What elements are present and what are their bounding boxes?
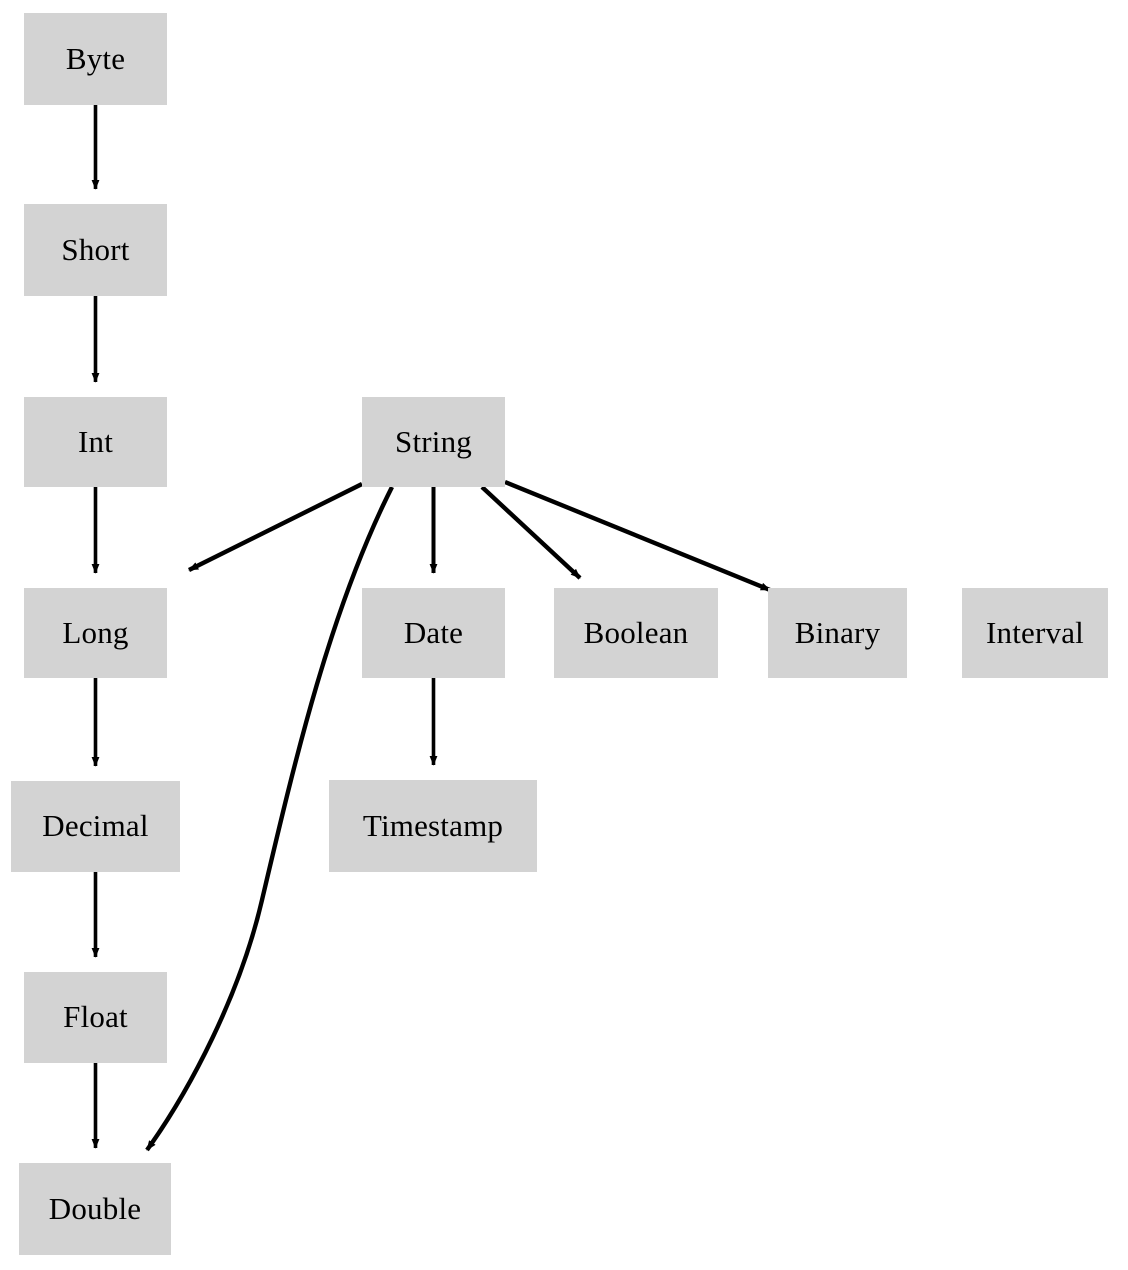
edge-string-boolean <box>480 485 582 580</box>
node-date[interactable]: Date <box>362 588 505 678</box>
node-long[interactable]: Long <box>24 588 167 678</box>
node-decimal-label: Decimal <box>42 808 149 843</box>
node-interval[interactable]: Interval <box>962 588 1108 678</box>
node-boolean-label: Boolean <box>583 614 689 650</box>
node-binary[interactable]: Binary <box>768 588 907 678</box>
node-string[interactable]: String <box>362 397 505 487</box>
node-interval-label: Interval <box>986 614 1084 650</box>
node-boolean[interactable]: Boolean <box>554 588 718 678</box>
node-binary-label: Binary <box>794 614 881 650</box>
node-float-label: Float <box>63 999 128 1034</box>
edge-string-binary <box>504 479 771 593</box>
node-timestamp-label: Timestamp <box>362 807 504 843</box>
node-double-label: Double <box>48 1190 142 1226</box>
node-long-label: Long <box>62 614 129 650</box>
node-timestamp[interactable]: Timestamp <box>329 780 537 872</box>
node-date-label: Date <box>403 614 464 650</box>
node-byte-label: Byte <box>65 40 126 76</box>
node-decimal[interactable]: Decimal <box>11 781 180 872</box>
node-byte[interactable]: Byte <box>24 13 167 105</box>
node-int[interactable]: Int <box>24 397 167 487</box>
node-short[interactable]: Short <box>24 204 167 296</box>
node-string-label: String <box>395 423 472 459</box>
node-double[interactable]: Double <box>19 1163 171 1255</box>
node-short-label: Short <box>61 231 130 267</box>
node-float[interactable]: Float <box>24 972 167 1063</box>
node-int-label: Int <box>77 423 114 459</box>
edge-string-long <box>188 482 363 572</box>
